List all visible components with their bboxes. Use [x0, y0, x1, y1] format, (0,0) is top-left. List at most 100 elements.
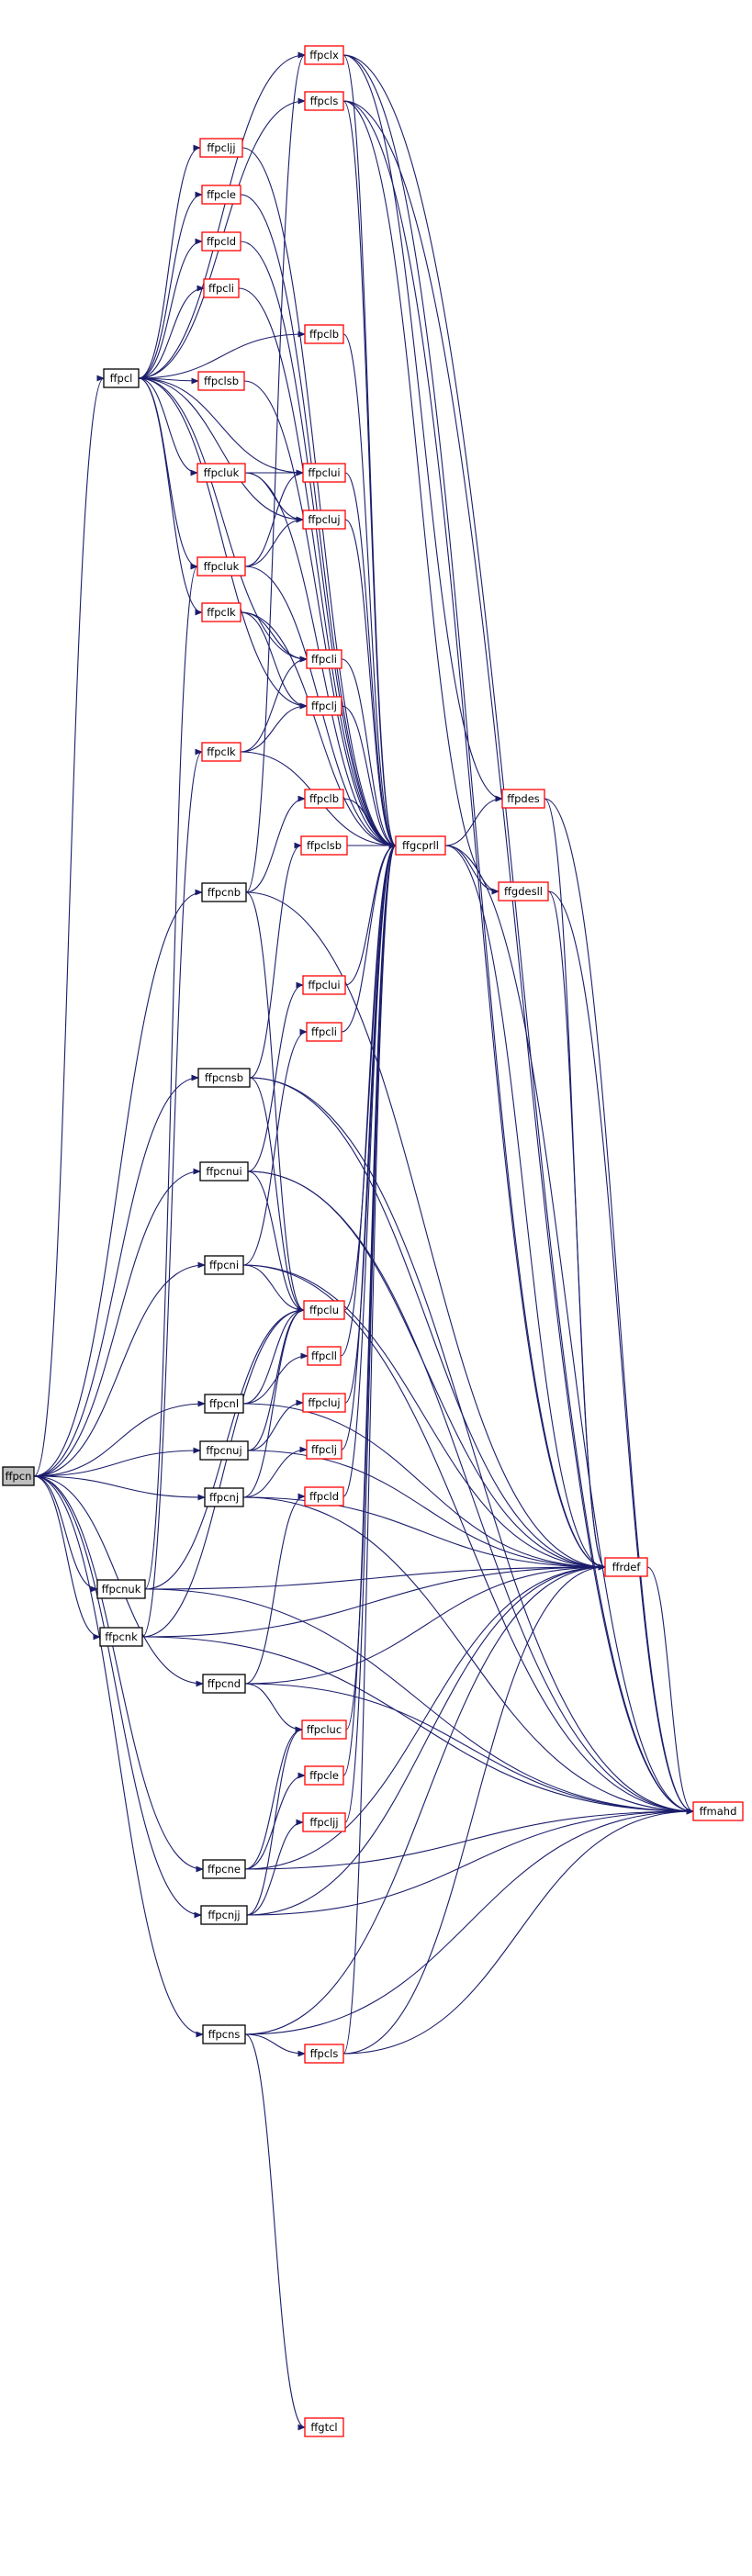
node-label: ffpcli — [208, 282, 234, 295]
node-label: ffpcle — [207, 188, 236, 201]
node-ffpcluk_b[interactable]: ffpcluk — [196, 556, 246, 577]
edge-ffpcnuk-to-ffrdef — [144, 1567, 605, 1590]
node-ffgcprll[interactable]: ffgcprll — [395, 835, 446, 856]
node-label: ffpclk — [207, 606, 236, 619]
edge-ffgcprll-to-ffrdef — [444, 845, 605, 1567]
edge-layer — [33, 55, 694, 2427]
node-ffpcll[interactable]: ffpcll — [307, 1346, 342, 1366]
node-label: ffmahd — [700, 1805, 737, 1818]
edge-ffpcn-to-ffpcnuj — [33, 1450, 200, 1477]
edge-ffpcn-to-ffpcnui — [33, 1171, 200, 1477]
node-box — [103, 368, 140, 388]
edge-ffpcls_b-to-ffrdef — [342, 1567, 605, 2055]
node-box — [302, 1393, 346, 1413]
node-ffpclb_a[interactable]: ffpclb — [304, 324, 344, 344]
node-ffpclk_b[interactable]: ffpclk — [201, 742, 241, 762]
node-box — [197, 1068, 251, 1088]
edge-ffpcnuj-to-ffpclu — [247, 1310, 305, 1451]
node-box — [202, 1859, 246, 1879]
edge-ffpcnb-to-ffpclx — [245, 55, 306, 893]
node-ffpclsb_a[interactable]: ffpclsb — [197, 371, 245, 391]
edge-ffpclk_b-to-ffpcli_b — [240, 659, 307, 753]
node-ffgtcl[interactable]: ffgtcl — [304, 2417, 344, 2437]
node-box — [201, 742, 241, 762]
node-ffpcls_a[interactable]: ffpcls — [304, 91, 344, 111]
node-box — [199, 1161, 249, 1182]
node-ffgdesll[interactable]: ffgdesll — [498, 881, 549, 902]
node-label: ffpclb — [309, 792, 339, 805]
edge-ffpcns-to-ffgtcl — [244, 2033, 306, 2427]
node-ffpcls_b[interactable]: ffpcls — [304, 2044, 344, 2064]
node-label: ffpcld — [207, 235, 236, 248]
node-ffpclk_a[interactable]: ffpclk — [201, 602, 241, 622]
node-ffpclx[interactable]: ffpclx — [304, 45, 344, 65]
edge-ffgdesll-to-ffrdef — [547, 890, 606, 1567]
edge-ffpcns-to-ffrdef — [244, 1567, 605, 2035]
node-label: ffpcn — [6, 1470, 32, 1483]
edge-ffpclk_a-to-ffgcprll — [240, 611, 396, 846]
node-ffpcle_a[interactable]: ffpcle — [201, 185, 241, 205]
edge-ffpcn-to-ffpcnuk — [33, 1475, 98, 1589]
node-ffpclu[interactable]: ffpclu — [303, 1300, 345, 1320]
node-ffpcluk_a[interactable]: ffpcluk — [196, 463, 246, 483]
edge-ffpcnj-to-ffpclj_b — [242, 1450, 307, 1498]
node-label: ffpclj — [311, 700, 337, 712]
edge-ffpclk_b-to-ffpclj_a — [240, 706, 307, 753]
node-ffpcljj_a[interactable]: ffpcljj — [199, 138, 243, 158]
node-ffpclui_a[interactable]: ffpclui — [302, 463, 346, 483]
node-ffpdes[interactable]: ffpdes — [501, 789, 545, 809]
node-ffpcnsb: ffpcnsb — [197, 1068, 251, 1088]
edge-ffpcn-to-ffpcns — [33, 1475, 203, 2034]
node-box — [306, 1439, 342, 1460]
node-box — [99, 1627, 143, 1647]
node-box — [302, 1812, 346, 1832]
edge-ffpclj_b-to-ffgcprll — [341, 846, 397, 1450]
edge-ffpclsb_a-to-ffgcprll — [243, 380, 396, 846]
node-label: ffpcli — [311, 1025, 337, 1038]
node-ffpclui_b[interactable]: ffpclui — [302, 975, 346, 995]
node-ffrdef[interactable]: ffrdef — [604, 1557, 648, 1577]
edge-ffpcli_c-to-ffgcprll — [341, 846, 397, 1033]
edge-ffpcnl-to-ffrdef — [242, 1403, 605, 1567]
node-box — [204, 1394, 244, 1414]
node-ffpcld_a[interactable]: ffpcld — [201, 231, 241, 252]
node-label: ffpcll — [311, 1350, 337, 1362]
node-ffpcld_b[interactable]: ffpcld — [304, 1486, 344, 1506]
node-ffpcnuk: ffpcnuk — [96, 1579, 146, 1599]
node-ffpclb_b[interactable]: ffpclb — [304, 789, 344, 809]
node-ffpcl: ffpcl — [103, 368, 140, 388]
node-ffpcli_b[interactable]: ffpcli — [306, 649, 342, 669]
node-ffpclj_b[interactable]: ffpclj — [306, 1439, 342, 1460]
node-ffmahd[interactable]: ffmahd — [692, 1801, 744, 1821]
node-box — [196, 463, 246, 483]
node-ffpcle_b[interactable]: ffpcle — [304, 1765, 344, 1786]
node-box — [304, 1765, 344, 1786]
node-box — [204, 1487, 244, 1507]
node-ffpcli_a[interactable]: ffpcli — [203, 278, 240, 298]
node-label: ffpclk — [207, 745, 236, 758]
edge-ffpcnb-to-ffrdef — [245, 891, 605, 1567]
edge-ffpcn-to-ffpcne — [33, 1475, 203, 1869]
edge-ffpcljj_b-to-ffgcprll — [344, 846, 397, 1823]
edge-ffpcn-to-ffpcnl — [33, 1404, 205, 1477]
node-ffpcluj_b[interactable]: ffpcluj — [302, 1393, 346, 1413]
edge-ffpcn-to-ffpcnb — [33, 892, 202, 1477]
node-label: ffpcld — [309, 1490, 339, 1503]
node-box — [197, 371, 245, 391]
node-ffpcluc[interactable]: ffpcluc — [301, 1719, 347, 1740]
edge-ffpcnk-to-ffmahd — [141, 1636, 693, 1811]
node-ffpcli_c[interactable]: ffpcli — [306, 1022, 342, 1042]
node-ffpcljj_b[interactable]: ffpcljj — [302, 1812, 346, 1832]
edge-ffgcprll-to-ffpdes — [444, 799, 502, 846]
node-box — [304, 2417, 344, 2437]
node-box — [202, 2024, 246, 2044]
node-ffpclj_a[interactable]: ffpclj — [306, 696, 342, 716]
edge-ffpclb_a-to-ffgcprll — [342, 333, 397, 846]
node-label: ffpcluk — [204, 560, 240, 573]
node-ffpclsb_b[interactable]: ffpclsb — [300, 835, 348, 856]
node-box — [304, 2044, 344, 2064]
edge-ffpcls_b-to-ffgcprll — [342, 846, 397, 2055]
edge-ffpcluj_a-to-ffgcprll — [344, 519, 397, 846]
node-ffpcluj_a[interactable]: ffpcluj — [302, 510, 346, 530]
edge-ffpcnd-to-ffmahd — [244, 1683, 693, 1811]
